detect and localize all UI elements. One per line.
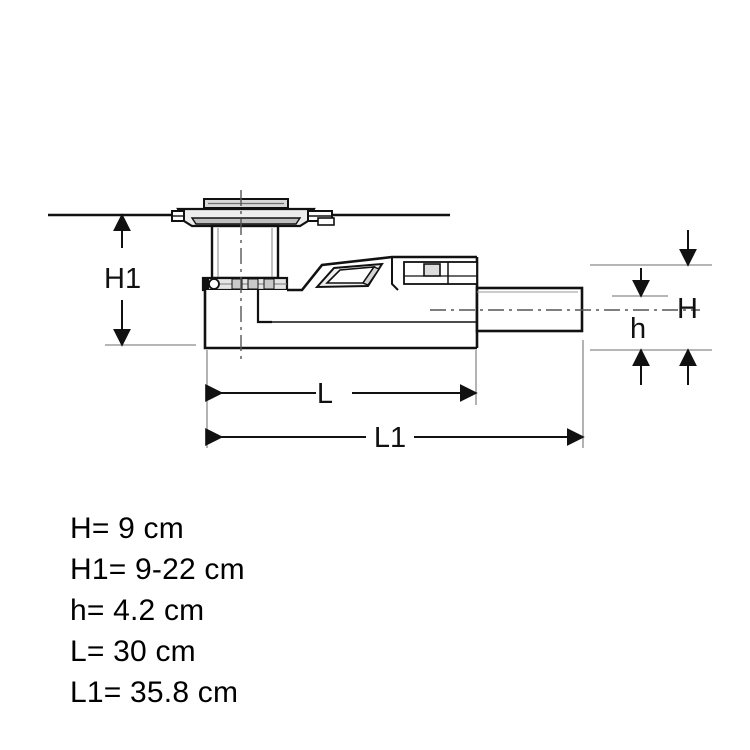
collar-latch-knob	[208, 278, 220, 290]
dimension-h-small: h	[612, 268, 668, 385]
trap-housing-profile	[287, 255, 477, 292]
dimension-label-l1: L1	[374, 422, 406, 454]
collar-segment-c	[263, 278, 275, 290]
cover-plate-assembly	[171, 198, 335, 228]
collar-segment-a	[231, 278, 243, 290]
legend-line-l: L= 30 cm	[70, 635, 196, 668]
cartridge-port	[423, 263, 441, 277]
collar-segment-b	[247, 278, 259, 290]
dimension-l1: L1	[205, 340, 585, 454]
dimension-label-l: L	[317, 378, 333, 410]
dimension-label-h: H	[677, 293, 698, 325]
riser-tube	[210, 224, 280, 280]
trap-body	[203, 255, 479, 350]
legend-line-h1: H1= 9-22 cm	[70, 553, 245, 586]
sump-inner-wall	[256, 290, 272, 324]
riser-neck-assembly	[210, 224, 280, 280]
flange-plate-shadow	[190, 217, 302, 225]
measurements-legend: H= 9 cm H1= 9-22 cm h= 4.2 cm L= 30 cm L…	[70, 508, 490, 713]
trap-body-fill	[205, 290, 477, 348]
legend-line-h: H= 9 cm	[70, 512, 184, 545]
dimension-label-h-small: h	[630, 313, 646, 345]
legend-line-h-small: h= 4.2 cm	[70, 594, 205, 627]
clamp-screw-right	[317, 217, 335, 226]
legend-line-l1: L1= 35.8 cm	[70, 676, 239, 709]
housing-divider	[391, 257, 399, 291]
dimension-l: L	[205, 350, 478, 448]
ramp-panel-edge	[361, 266, 381, 286]
collar-latch-block	[203, 279, 209, 290]
centerlines	[240, 190, 700, 360]
dimension-h1: H1	[104, 213, 196, 347]
trap-body-outline-lower	[203, 290, 477, 350]
dimension-label-h1: H1	[104, 263, 141, 295]
dimension-h: H	[590, 230, 712, 385]
collar-seal-ring	[201, 276, 289, 292]
